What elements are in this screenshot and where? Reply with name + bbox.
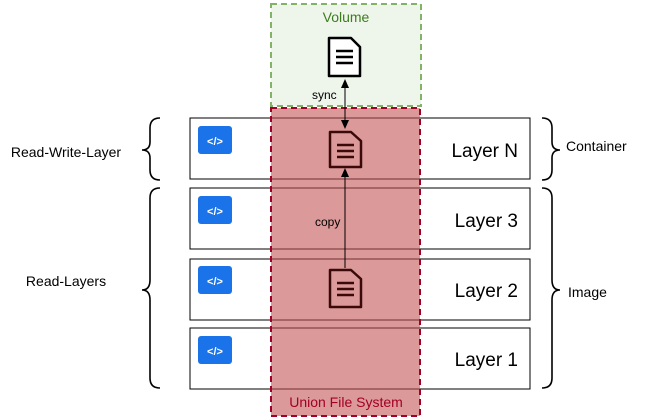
code-icon: </>	[198, 266, 232, 294]
layer-label: Layer 2	[455, 281, 518, 302]
svg-text:</>: </>	[207, 136, 223, 148]
sync-arrow	[341, 79, 349, 129]
volume-label: Volume	[323, 9, 370, 25]
union-file-system-label: Union File System	[289, 394, 403, 410]
left-brace-read-layers	[141, 187, 161, 389]
layer-2-document-icon	[328, 268, 363, 309]
code-icon: </>	[198, 336, 232, 364]
layer-label: Layer N	[451, 141, 518, 162]
layer-n-document-icon	[328, 130, 363, 169]
copy-arrow	[341, 168, 349, 268]
svg-text:</>: </>	[207, 206, 223, 218]
right-brace-container	[541, 117, 561, 181]
volume-document-icon	[327, 36, 362, 78]
sync-label: sync	[312, 88, 337, 102]
code-icon: </>	[198, 196, 232, 224]
layer-label: Layer 3	[455, 211, 518, 232]
layer-label: Layer 1	[455, 350, 518, 371]
read-write-layer-label: Read-Write-Layer	[11, 144, 122, 160]
right-brace-image	[541, 187, 561, 389]
code-icon: </>	[198, 126, 232, 154]
svg-text:</>: </>	[207, 346, 223, 358]
image-label: Image	[568, 284, 607, 300]
read-layers-label: Read-Layers	[26, 273, 106, 289]
left-brace-read-write	[141, 117, 161, 181]
svg-text:</>: </>	[207, 276, 223, 288]
container-label: Container	[566, 138, 627, 154]
copy-label: copy	[315, 215, 340, 229]
